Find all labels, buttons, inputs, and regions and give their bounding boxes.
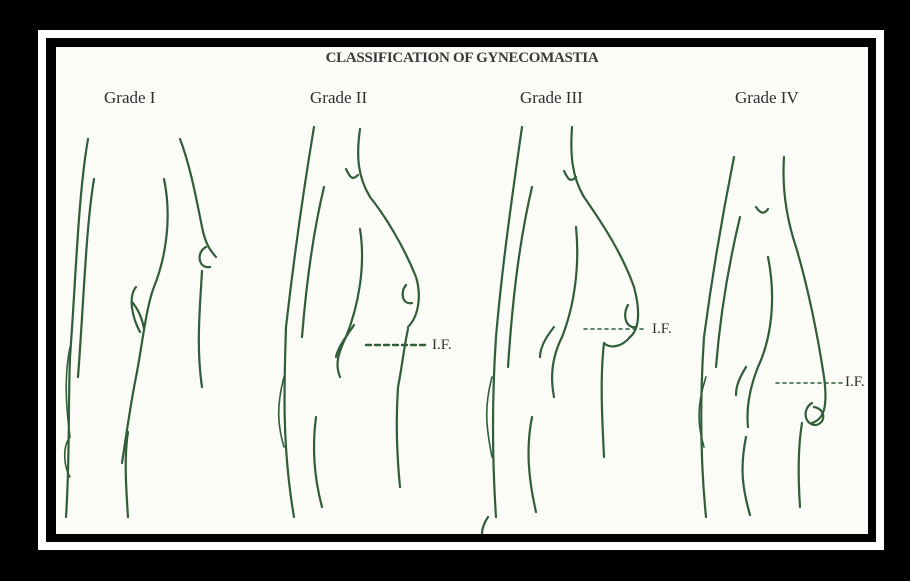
grade-3-label: Grade III (520, 88, 583, 108)
if-label-grade-2: I.F. (432, 337, 452, 354)
if-label-grade-3: I.F. (652, 321, 672, 338)
grade-1-figure (65, 139, 216, 517)
grade-2-figure (279, 127, 419, 517)
gynecomastia-illustration (56, 47, 868, 534)
grade-3-figure (482, 127, 638, 534)
diagram-title: CLASSIFICATION OF GYNECOMASTIA (56, 50, 868, 67)
grade-2-label: Grade II (310, 88, 367, 108)
grade-1-label: Grade I (104, 88, 155, 108)
if-label-grade-4: I.F. (845, 374, 865, 391)
grade-4-label: Grade IV (735, 88, 799, 108)
grade-4-figure (699, 157, 826, 517)
